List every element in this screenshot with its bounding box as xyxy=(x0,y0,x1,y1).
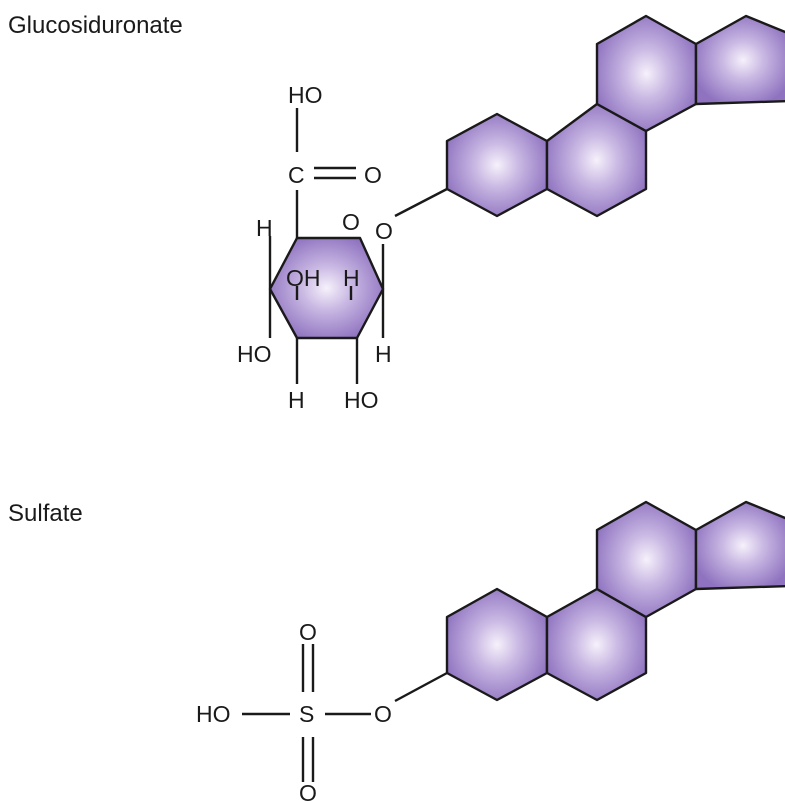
label-ring-o: O xyxy=(342,209,360,235)
label-oh: OH xyxy=(286,265,321,291)
glucosiduronate-labels: HO C O O O H OH H HO H H HO xyxy=(237,82,393,413)
label-ho: HO xyxy=(196,701,231,727)
label-h-bottom: H xyxy=(288,387,305,413)
label-link-o-2: O xyxy=(374,701,392,727)
sulfate-structure: O HO S O O xyxy=(196,500,785,801)
steroid-ring-d xyxy=(694,14,785,106)
steroid-nucleus-2 xyxy=(445,500,785,702)
bond-link-steroid xyxy=(394,187,448,218)
label-o-top: O xyxy=(299,619,317,645)
label-link-o: O xyxy=(375,218,393,244)
label-carbon: C xyxy=(288,162,305,188)
label-ho-left: HO xyxy=(237,341,272,367)
sulfate-bonds xyxy=(242,644,448,782)
steroid-ring-a-2 xyxy=(445,587,549,702)
sulfate-title: Sulfate xyxy=(8,500,83,527)
label-sulfur: S xyxy=(299,701,314,727)
label-ho-top: HO xyxy=(288,82,323,108)
label-carbonyl-o: O xyxy=(364,162,382,188)
glucosiduronate-bonds xyxy=(268,108,448,384)
label-o-bottom: O xyxy=(299,780,317,801)
steroid-ring-a xyxy=(445,112,549,218)
bond-o-steroid xyxy=(394,671,448,703)
glucosiduronate-structure: HO C O O O H OH H HO H H HO xyxy=(237,14,785,413)
label-h-left: H xyxy=(256,215,273,241)
label-h-mid: H xyxy=(343,265,360,291)
label-ho-bottom: HO xyxy=(344,387,379,413)
label-h-right: H xyxy=(375,341,392,367)
steroid-ring-d-2 xyxy=(694,500,785,591)
steroid-nucleus xyxy=(445,14,785,218)
sulfate-labels: O HO S O O xyxy=(196,619,392,801)
glucosiduronate-title: Glucosiduronate xyxy=(8,12,183,39)
